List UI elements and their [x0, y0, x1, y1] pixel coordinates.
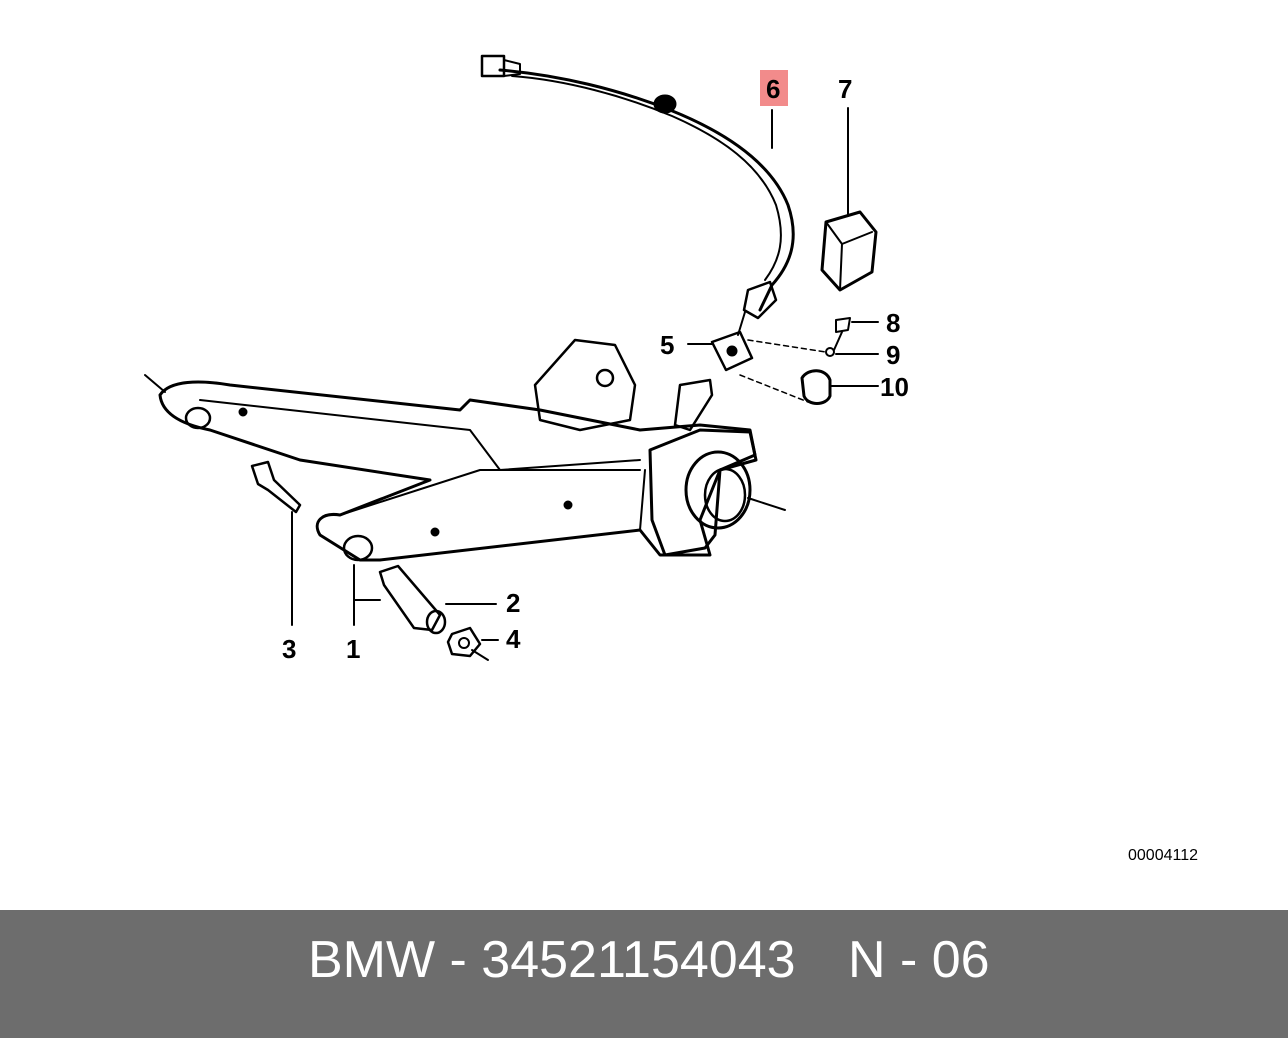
- callout-1[interactable]: 1: [346, 634, 360, 664]
- gasket: [710, 330, 754, 372]
- callout-5[interactable]: 5: [660, 330, 674, 360]
- diagram-reference-code: 00004112: [1128, 847, 1198, 864]
- callout-6[interactable]: 6: [766, 74, 780, 104]
- callout-2[interactable]: 2: [506, 588, 520, 618]
- footer-part-number: BMW - 34521154043: [308, 931, 796, 989]
- highlight-box-6: [760, 70, 788, 106]
- pin-part-2: [378, 564, 442, 632]
- grommet-part: [800, 369, 832, 405]
- footer-bar: BMW - 34521154043 N - 06: [0, 910, 1288, 1038]
- sensor-cable: [498, 68, 795, 312]
- callout-3[interactable]: 3: [282, 634, 296, 664]
- callout-10[interactable]: 10: [880, 372, 909, 402]
- sensor-head: [742, 280, 778, 320]
- footer-position-code: N - 06: [848, 931, 990, 989]
- bolt-part-3: [250, 460, 302, 514]
- hub-bore: [684, 450, 752, 530]
- bracket-part: [820, 210, 878, 292]
- parts-diagram: 1 2 3 4 5 6 7 8 9 10: [144, 54, 909, 664]
- callout-7[interactable]: 7: [838, 74, 852, 104]
- trailing-arm: [158, 380, 757, 562]
- callout-9[interactable]: 9: [886, 340, 900, 370]
- screw-part: [833, 317, 851, 351]
- callout-8[interactable]: 8: [886, 308, 900, 338]
- cable-connector: [480, 54, 506, 78]
- nut-part-4: [446, 626, 482, 658]
- hub-flange: [648, 428, 758, 557]
- callout-4[interactable]: 4: [506, 624, 521, 654]
- washer-part: [825, 347, 835, 357]
